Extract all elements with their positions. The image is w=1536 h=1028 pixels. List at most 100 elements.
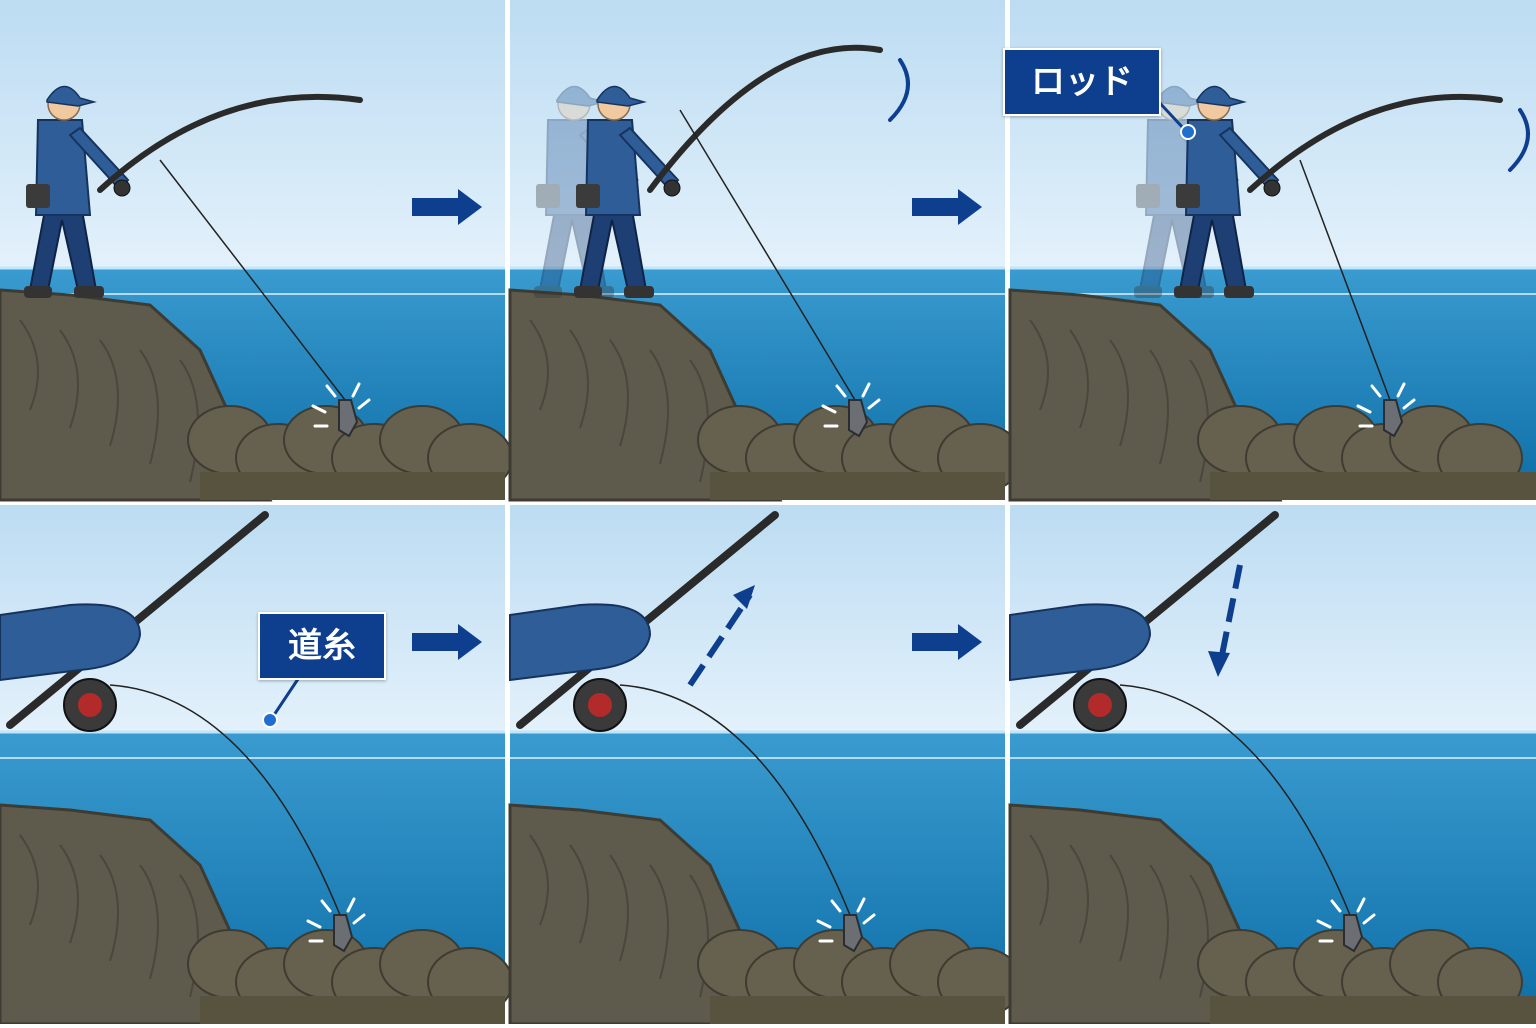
snag-mark <box>311 404 327 414</box>
waist-bag <box>576 184 600 208</box>
seabed <box>1210 472 1536 500</box>
rig-sinker <box>848 399 869 438</box>
fishing-line <box>109 684 341 916</box>
angler <box>24 85 130 298</box>
sequence-arrow-3 <box>412 624 482 660</box>
fishing-rod <box>97 93 363 193</box>
boot-left <box>534 286 562 298</box>
rock-texture <box>1069 844 1089 944</box>
fishing-line <box>159 159 346 401</box>
rock-texture <box>609 339 629 447</box>
rock-texture <box>1069 329 1089 429</box>
fishing-rod <box>647 44 883 193</box>
rock-texture <box>1109 339 1129 447</box>
rock-texture <box>569 844 589 944</box>
snag-mark <box>1362 913 1376 925</box>
snag-mark <box>1402 398 1416 410</box>
rig-sinker <box>1343 914 1364 953</box>
snag-mark <box>856 897 866 913</box>
lift-arrow-shaft <box>687 593 753 687</box>
waist-bag <box>1176 184 1200 208</box>
reel <box>113 179 131 197</box>
angler-cap <box>46 85 97 107</box>
panel-p6 <box>1008 505 1536 1026</box>
reel <box>663 179 681 197</box>
angler <box>1174 85 1280 298</box>
rock-texture <box>1109 854 1129 962</box>
rock-texture <box>139 349 159 465</box>
sequence-arrow-2 <box>912 189 982 225</box>
snag-mark <box>1356 404 1372 414</box>
panel-p1 <box>0 0 513 502</box>
rock-texture <box>649 349 669 465</box>
drop-arrow-shaft <box>1219 564 1243 656</box>
waist-bag <box>1136 184 1160 208</box>
rock-texture <box>569 329 589 429</box>
line-label-leader <box>270 675 302 719</box>
snag-mark <box>862 913 876 925</box>
callouts <box>262 98 1196 728</box>
seabed <box>710 472 1005 500</box>
gloved-hand <box>0 603 142 682</box>
lift-arrow-head <box>733 585 755 609</box>
rig-sinker <box>843 914 864 953</box>
rig-sinker <box>338 399 359 438</box>
snag-mark <box>357 398 371 410</box>
line-label-dot <box>262 712 278 728</box>
reel-spool <box>588 693 612 717</box>
rod-label-dot <box>1180 124 1196 140</box>
fishing-rod <box>516 511 779 729</box>
boot-left <box>24 286 52 298</box>
seabed <box>200 996 505 1024</box>
rock-texture <box>529 834 549 926</box>
rock-texture <box>19 319 39 411</box>
fishing-rod <box>6 511 269 729</box>
rod-motion-mark <box>888 58 910 122</box>
rock-texture <box>99 339 119 447</box>
panel-p5 <box>508 505 1023 1026</box>
snag-mark <box>816 919 832 929</box>
angler <box>574 85 680 298</box>
rock-texture <box>1149 864 1169 980</box>
boot-right <box>74 286 104 298</box>
boot-left <box>574 286 602 298</box>
sequence-arrows <box>412 189 982 660</box>
seabed <box>200 472 505 500</box>
rig-sinker <box>1383 399 1404 438</box>
snag-mark <box>351 382 361 398</box>
snag-mark <box>867 398 881 410</box>
boot-right <box>1224 286 1254 298</box>
snag-mark <box>306 919 322 929</box>
boot-right <box>624 286 654 298</box>
rock-texture <box>59 329 79 429</box>
rock-texture <box>1029 319 1049 411</box>
snag-mark <box>1370 384 1382 398</box>
rock-texture <box>99 854 119 962</box>
rock-texture <box>1189 359 1209 483</box>
snag-mark <box>320 899 332 913</box>
sky <box>1010 0 1536 268</box>
sequence-arrow-4 <box>912 624 982 660</box>
snag-mark <box>861 382 871 398</box>
rock-texture <box>59 844 79 944</box>
rod-label-leader <box>1155 98 1187 132</box>
fishing-line <box>1299 159 1391 401</box>
snag-mark <box>821 404 837 414</box>
waist-bag <box>26 184 50 208</box>
snag-mark <box>1316 919 1332 929</box>
fishing-rod <box>1016 511 1279 729</box>
rock-texture <box>179 359 199 483</box>
rock-texture <box>649 864 669 980</box>
rod-motion-mark <box>1508 108 1530 172</box>
fishing-rod <box>1247 93 1503 193</box>
panel-p3 <box>1008 0 1536 502</box>
line-label: 道糸 <box>258 612 386 680</box>
panel-p2 <box>508 0 1023 502</box>
snag-mark <box>1396 382 1406 398</box>
rod-label: ロッド <box>1003 48 1161 116</box>
waist-bag <box>536 184 560 208</box>
snag-mark <box>352 913 366 925</box>
rock-texture <box>609 854 629 962</box>
